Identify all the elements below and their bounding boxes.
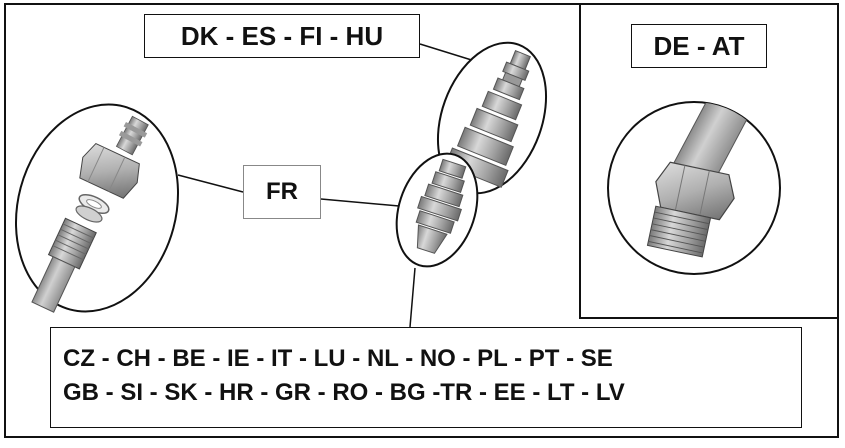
- de-at-panel: [579, 3, 839, 319]
- label-dk-es-fi-hu: DK - ES - FI - HU: [144, 14, 420, 58]
- connector-fr-left: [177, 174, 244, 193]
- label-country-list: CZ - CH - BE - IE - IT - LU - NL - NO - …: [50, 327, 802, 428]
- connector-fr-right: [320, 198, 400, 207]
- label-de-at: DE - AT: [631, 24, 767, 68]
- country-list-line-2: GB - SI - SK - HR - GR - RO - BG -TR - E…: [63, 379, 625, 406]
- connector-multi: [409, 267, 416, 328]
- de-at-fitting-illustration: [607, 101, 781, 275]
- label-fr: FR: [243, 165, 321, 219]
- fr-assembly-illustration: [14, 103, 180, 313]
- connector-dk: [419, 43, 479, 63]
- fr-adapter-illustration: [395, 152, 479, 268]
- country-list-line-1: CZ - CH - BE - IE - IT - LU - NL - NO - …: [63, 345, 613, 372]
